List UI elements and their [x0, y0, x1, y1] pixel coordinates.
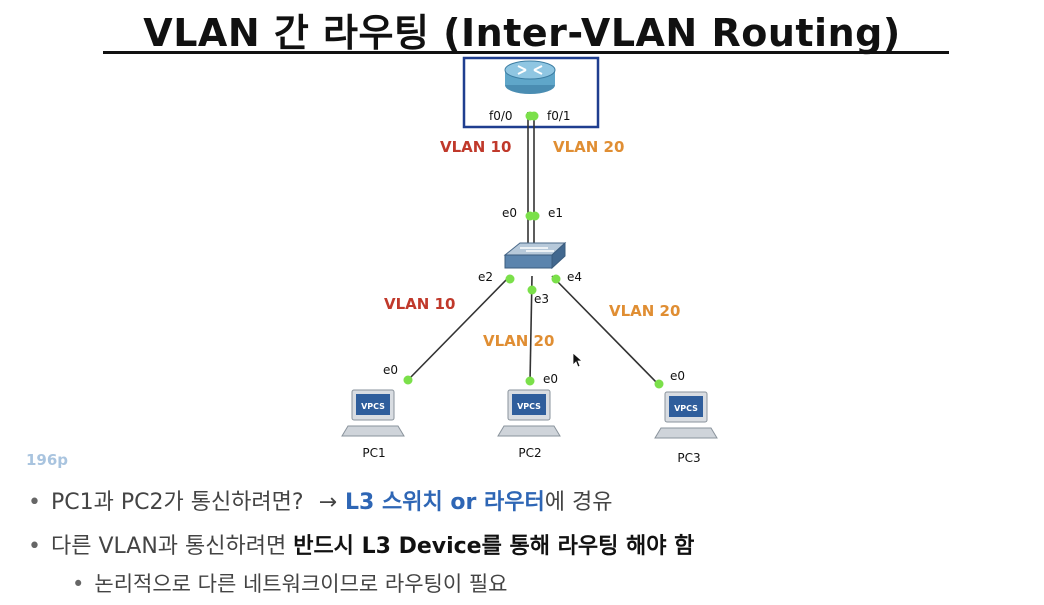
- bullet-dot-icon: •: [28, 490, 41, 515]
- bullet-dot-icon: •: [28, 534, 41, 559]
- switch-port-dot-e1: [530, 211, 540, 221]
- bullet-3-text: 논리적으로 다른 네트워크이므로 라우팅이 필요: [94, 572, 508, 596]
- switch-port-e0-label: e0: [502, 206, 517, 220]
- pc1-port-label: e0: [383, 363, 398, 377]
- right-arrow-icon: →: [318, 490, 338, 515]
- switch-port-dot-e4: [551, 274, 561, 284]
- pc3-port-dot: [654, 379, 664, 389]
- pc2-port-dot: [525, 376, 535, 386]
- router-port-left-label: f0/0: [489, 109, 513, 123]
- link-pc1: [407, 275, 511, 381]
- bullet-2-prefix: 다른 VLAN과 통신하려면: [50, 534, 294, 559]
- pc3-port-label: e0: [670, 369, 685, 383]
- bullet-2: • 다른 VLAN과 통신하려면 반드시 L3 Device를 통해 라우팅 해야…: [28, 528, 694, 560]
- link-pc2-vlan-label: VLAN 20: [483, 332, 554, 350]
- bullet-1: • PC1과 PC2가 통신하려면? → L3 스위치 or 라우터에 경유: [28, 484, 612, 516]
- bullet-1-prefix: PC1과 PC2가 통신하려면?: [50, 490, 304, 515]
- pc3-vpcs-label: VPCS: [674, 404, 698, 413]
- mouse-cursor-icon: [572, 352, 582, 368]
- switch-port-e2-label: e2: [478, 270, 493, 284]
- page-title: VLAN 간 라우팅 (Inter-VLAN Routing): [143, 11, 901, 55]
- trunk-vlan20-label: VLAN 20: [553, 138, 624, 156]
- switch-icon[interactable]: [503, 241, 567, 270]
- pc3-name: PC3: [677, 451, 700, 465]
- link-pc3-vlan-label: VLAN 20: [609, 302, 680, 320]
- bullet-dot-icon: •: [72, 572, 85, 596]
- pc2-port-label: e0: [543, 372, 558, 386]
- pc1-name: PC1: [362, 446, 385, 460]
- pc3-icon[interactable]: [654, 391, 718, 439]
- bullet-3: • 논리적으로 다른 네트워크이므로 라우팅이 필요: [72, 568, 508, 598]
- router-frame: [462, 56, 600, 129]
- pc1-vpcs-label: VPCS: [361, 402, 385, 411]
- pc1-port-dot: [403, 375, 413, 385]
- bullet-1-highlight: L3 스위치 or 라우터: [345, 490, 545, 515]
- switch-port-e3-label: e3: [534, 292, 549, 306]
- switch-port-e4-label: e4: [567, 270, 582, 284]
- bullet-2-bold: 반드시 L3 Device를 통해 라우팅 해야 함: [293, 534, 695, 559]
- link-pc1-vlan-label: VLAN 10: [384, 295, 455, 313]
- trunk-link: [527, 112, 535, 248]
- bullet-1-suffix: 에 경유: [544, 490, 613, 515]
- switch-port-dot-e3: [527, 285, 537, 295]
- switch-port-dot-e2: [505, 274, 515, 284]
- pc2-vpcs-label: VPCS: [517, 402, 541, 411]
- pc1-icon[interactable]: [341, 389, 405, 437]
- link-pc3: [551, 275, 660, 386]
- router-icon[interactable]: [504, 60, 556, 94]
- router-port-right-label: f0/1: [547, 109, 571, 123]
- pc2-name: PC2: [518, 446, 541, 460]
- page-reference: 196p: [26, 451, 69, 469]
- title-underline: [103, 51, 949, 54]
- trunk-vlan10-label: VLAN 10: [440, 138, 511, 156]
- router-port-dot-2: [529, 111, 539, 121]
- pc2-icon[interactable]: [497, 389, 561, 437]
- switch-port-e1-label: e1: [548, 206, 563, 220]
